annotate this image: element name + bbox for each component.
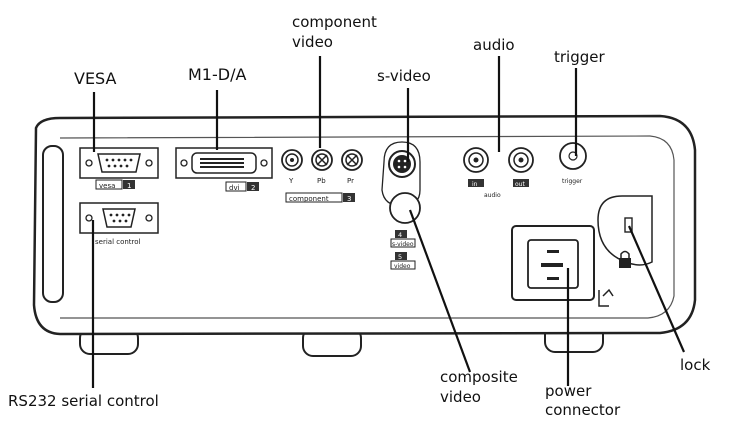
leader-lock xyxy=(627,225,686,353)
audio-out-text: out xyxy=(515,181,525,188)
callout-audio: audio xyxy=(473,36,515,54)
component-jack-y xyxy=(281,149,303,171)
dvi-port-screw-right xyxy=(260,159,268,167)
vesa-port-frame xyxy=(79,147,159,179)
video-number-badge xyxy=(395,252,407,260)
component-number-badge xyxy=(343,193,355,202)
component-pb-label: Pb xyxy=(317,177,326,185)
power-inlet-pin-bottom xyxy=(547,277,559,280)
lock-slot xyxy=(624,217,633,233)
audio-out-badge xyxy=(513,179,529,187)
dvi-number-text: 2 xyxy=(251,184,255,192)
callout-mi-da: M1-D/A xyxy=(188,65,247,84)
serial-port-screw-right xyxy=(145,214,153,222)
component-jack-pr xyxy=(341,149,363,171)
leader-composite xyxy=(408,209,472,373)
power-symbol-icon xyxy=(598,288,614,307)
serial-port-pins xyxy=(109,213,131,223)
svideo-number-badge xyxy=(395,230,407,238)
leader-lines xyxy=(91,56,686,388)
audio-in-jack xyxy=(463,147,489,173)
left-grip xyxy=(42,145,64,303)
video-number-text: 5 xyxy=(398,253,402,261)
callout-rs232-serial-control: RS232 serial control xyxy=(8,392,159,410)
callout-trigger: trigger xyxy=(554,48,605,66)
svideo-number-text: 4 xyxy=(398,231,402,239)
vesa-number-badge xyxy=(123,180,135,189)
audio-panel-label: audio xyxy=(484,192,501,199)
lock-icon-shackle xyxy=(620,250,630,258)
audio-in-badge xyxy=(468,179,484,187)
dvi-number-badge xyxy=(247,182,259,191)
component-y-label: Y xyxy=(288,177,294,185)
dvi-label-text: dvi xyxy=(229,184,240,192)
video-label-box xyxy=(390,260,416,270)
callout-lock: lock xyxy=(680,356,711,374)
power-inlet-pin-center xyxy=(541,263,563,267)
trigger-panel-label: trigger xyxy=(562,178,583,185)
callout-s-video: s-video xyxy=(377,67,431,85)
audio-out-jack xyxy=(508,147,534,173)
vesa-port-pins xyxy=(105,158,133,168)
serial-port-connector xyxy=(102,208,136,228)
video-label-text: video xyxy=(394,263,411,270)
body-inner-outline xyxy=(59,135,675,319)
vesa-port-screw-left xyxy=(85,159,93,167)
dvi-port-pins xyxy=(200,158,244,168)
component-number-text: 3 xyxy=(347,195,351,203)
callout-composite-video-line2: video xyxy=(440,388,481,406)
composite-jack xyxy=(389,192,421,224)
svideo-jack xyxy=(388,150,416,178)
component-label-box xyxy=(285,192,343,203)
component-label-text: component xyxy=(289,195,329,203)
serial-port-screw-left xyxy=(85,214,93,222)
power-inlet-pin-top xyxy=(547,250,559,253)
callout-component-video-line2: video xyxy=(292,33,333,51)
vesa-number-text: 1 xyxy=(127,182,131,190)
component-pr-label: Pr xyxy=(347,177,354,185)
vesa-label-box xyxy=(95,179,123,190)
dvi-label-box xyxy=(225,181,247,192)
callout-composite-video-line1: composite xyxy=(440,368,518,386)
callout-power-connector-line1: power xyxy=(545,382,592,400)
serial-control-label: serial control xyxy=(95,238,141,246)
callout-vesa: VESA xyxy=(74,69,117,88)
vesa-port-screw-right xyxy=(145,159,153,167)
component-jack-pb xyxy=(311,149,333,171)
vesa-port-connector xyxy=(97,153,141,173)
svideo-label-box xyxy=(390,238,416,248)
callout-power-connector-line2: connector xyxy=(545,401,621,419)
svideo-label-text: s-video xyxy=(392,241,414,248)
lock-icon xyxy=(619,258,631,268)
callout-component-video-line1: component xyxy=(292,13,377,31)
dvi-port-screw-left xyxy=(180,159,188,167)
audio-in-text: in xyxy=(472,181,478,188)
vesa-label-text: vesa xyxy=(99,182,115,190)
